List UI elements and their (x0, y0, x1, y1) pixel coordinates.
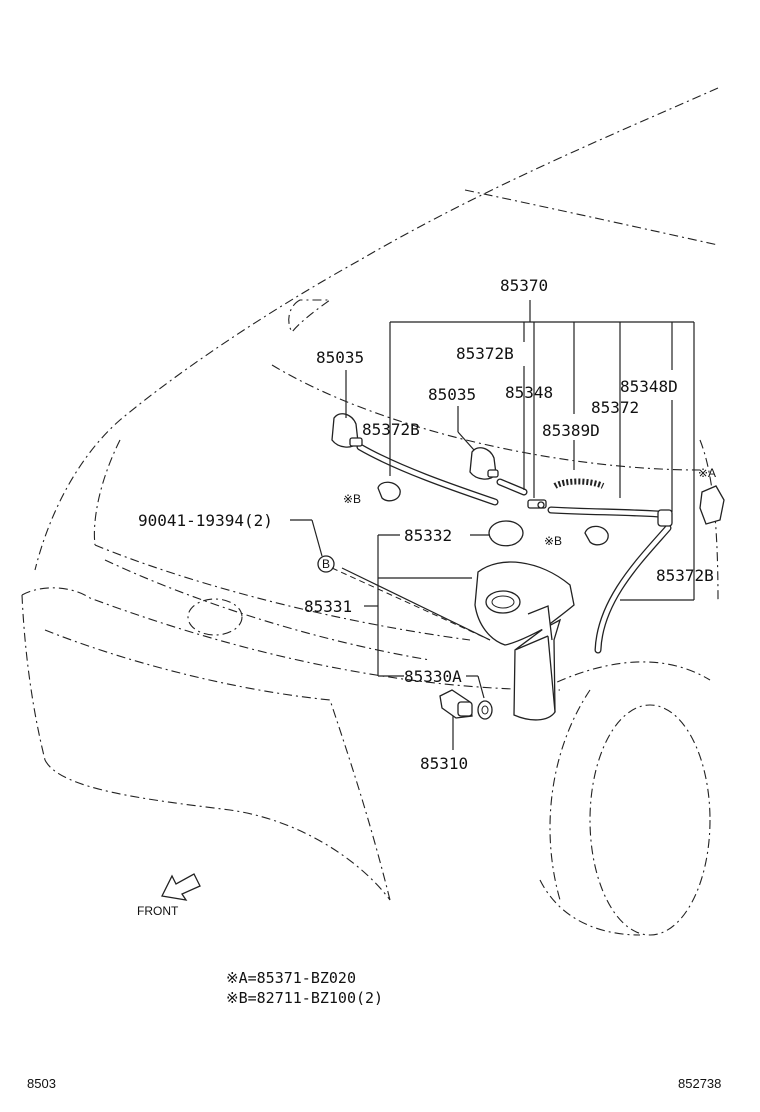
label-85370: 85370 (500, 276, 548, 295)
front-arrow: FRONT (137, 873, 201, 918)
label-85372: 85372 (591, 398, 639, 417)
label-90041-19394: 90041-19394(2) (138, 511, 273, 530)
label-85348: 85348 (505, 383, 553, 402)
nozzle-left (331, 413, 363, 448)
clip-a (699, 485, 725, 525)
bolt-dashed-line (331, 567, 491, 641)
part-labels: 85370 85035 85372B 85035 85348 85348D 85… (138, 276, 716, 773)
label-clip-b-right: ※B (544, 534, 562, 548)
callout-b-label: B (322, 557, 330, 571)
bolt-callout-b: B (317, 555, 335, 573)
label-85389d: 85389D (542, 421, 600, 440)
leader-lines (290, 300, 695, 750)
label-85372b-left: 85372B (362, 420, 420, 439)
clip-b-left (377, 481, 401, 502)
notes: ※A=85371-BZ020 ※B=82711-BZ100(2) (226, 969, 383, 1007)
footer-right-code: 852738 (678, 1076, 721, 1091)
clip-b-right (584, 525, 609, 546)
label-85035-right: 85035 (428, 385, 476, 404)
label-85372b-upper: 85372B (456, 344, 514, 363)
label-85372b-lower: 85372B (656, 566, 714, 585)
nozzle-right (469, 447, 499, 480)
front-label: FRONT (137, 904, 179, 918)
cap-85332 (488, 520, 524, 547)
washer-tank-85331 (474, 561, 575, 721)
label-85330a: 85330A (404, 667, 462, 686)
pump-85310 (439, 689, 473, 719)
grommet-85330a (477, 700, 493, 720)
label-85035-left: 85035 (316, 348, 364, 367)
label-clip-a: ※A (698, 466, 716, 480)
footer-left-code: 8503 (27, 1076, 56, 1091)
label-85348d: 85348D (620, 377, 678, 396)
label-85331: 85331 (304, 597, 352, 616)
note-a: ※A=85371-BZ020 (226, 969, 356, 987)
joint-85348 (527, 499, 547, 509)
note-b: ※B=82711-BZ100(2) (226, 989, 383, 1007)
hose-routing (356, 443, 672, 654)
label-85310: 85310 (420, 754, 468, 773)
joint-85348d (657, 509, 673, 527)
label-85332: 85332 (404, 526, 452, 545)
label-clip-b-left: ※B (343, 492, 361, 506)
